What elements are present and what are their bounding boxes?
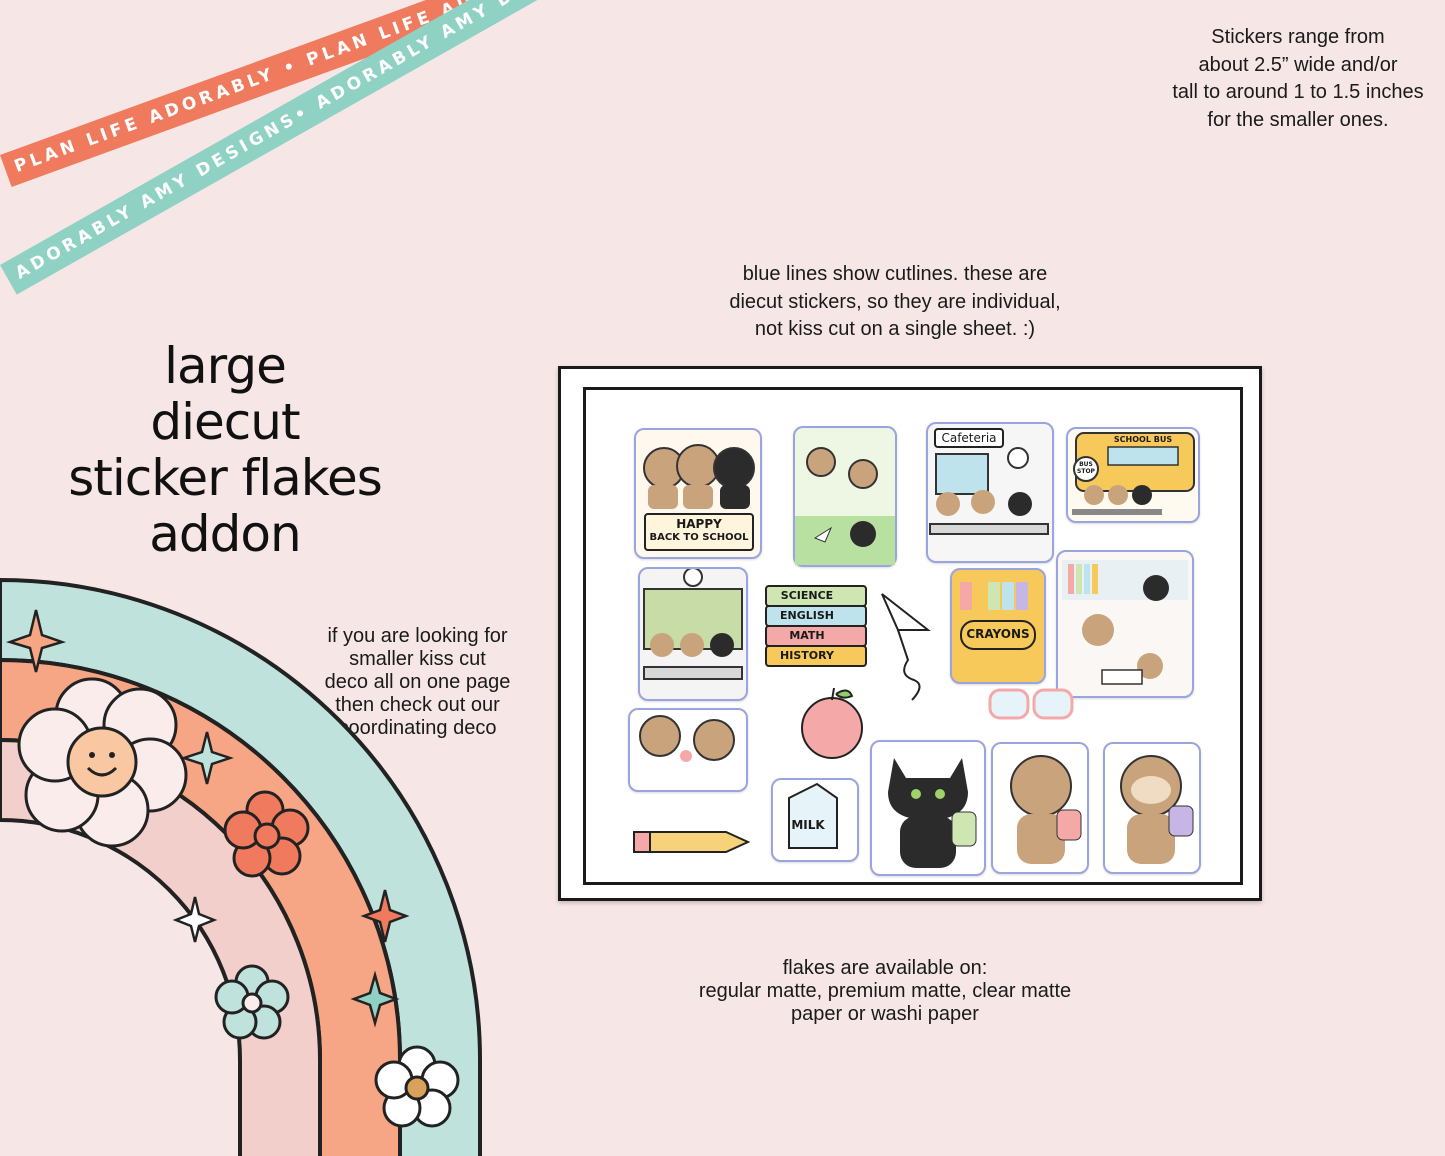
bear-sloth-cat-group-icon	[643, 444, 755, 509]
sticker-milk-carton: MILK	[771, 778, 859, 862]
sticker-book-stack: SCIENCE ENGLISH MATH HISTORY	[763, 585, 867, 673]
crayon-tips-icon	[960, 582, 1028, 610]
sticker-happy-back-to-school: HAPPY BACK TO SCHOOL	[634, 428, 762, 559]
sticker-classroom	[638, 567, 748, 701]
sticker-crayons: CRAYONS	[950, 568, 1046, 684]
orange-flower-icon	[223, 790, 310, 878]
glasses-icon	[988, 688, 1074, 720]
size-note: Stickers range from about 2.5” wide and/…	[1172, 26, 1424, 131]
black-cat-icon	[888, 758, 977, 868]
classroom-chalkboard-icon	[643, 567, 743, 680]
cafeteria-scene-icon	[929, 447, 1049, 535]
book-english: ENGLISH	[765, 605, 867, 627]
sparkle-icon	[360, 889, 410, 943]
rainbow-decoration	[0, 577, 482, 1156]
sticker-sloth-backpack	[1103, 742, 1201, 874]
milk-carton-icon	[788, 782, 838, 849]
library-reading-icon	[1062, 560, 1188, 685]
sticker-library	[1056, 550, 1194, 698]
sticker-school-bus: SCHOOL BUS BUS STOP	[1066, 427, 1200, 523]
sticker-sheet-mockup: HAPPY BACK TO SCHOOL Cafeteria	[558, 366, 1262, 901]
pencil-icon	[633, 831, 751, 853]
sticker-bear-sloth-apple	[628, 708, 748, 792]
blue-flower-icon	[214, 964, 290, 1040]
sticker-cafeteria: Cafeteria	[926, 422, 1054, 563]
sloth-backpack-icon	[1120, 755, 1194, 864]
book-science: SCIENCE	[765, 585, 867, 607]
cutline-note: blue lines show cutlines. these are diec…	[729, 263, 1061, 340]
sparkle-icon	[180, 731, 234, 785]
apple-icon	[801, 687, 863, 759]
bear-backpack-icon	[1010, 755, 1082, 864]
paper-airplane-icon	[881, 593, 931, 701]
book-history: HISTORY	[765, 645, 867, 667]
crayons-label: CRAYONS	[960, 620, 1036, 650]
cafeteria-sign: Cafeteria	[934, 428, 1004, 448]
book-math: MATH	[765, 625, 867, 647]
product-title: large diecut sticker flakes addon	[68, 337, 383, 563]
smiley-flower-icon	[17, 677, 188, 848]
sticker-playground	[793, 426, 897, 567]
sparkle-icon	[5, 609, 67, 673]
back-to-school-sign: HAPPY BACK TO SCHOOL	[644, 513, 754, 551]
coordinating-deco-note: if you are looking for smaller kiss cut …	[324, 625, 511, 739]
bear-and-sloth-icon	[639, 715, 735, 762]
playground-swing-icon	[795, 447, 895, 565]
sticker-bear-backpack	[991, 742, 1089, 874]
sticker-sheet: HAPPY BACK TO SCHOOL Cafeteria	[583, 387, 1243, 885]
school-bus-icon	[1072, 432, 1195, 515]
sparkle-icon	[172, 896, 218, 943]
sparkle-icon	[350, 970, 400, 1028]
brand-ribbon-plan-life-adorably: PLAN LIFE ADORABLY • PLAN LIFE ADORABLY …	[0, 0, 773, 187]
paper-options-note: flakes are available on: regular matte, …	[698, 957, 1072, 1025]
sticker-black-cat	[870, 740, 986, 876]
white-flower-icon	[374, 1045, 460, 1128]
